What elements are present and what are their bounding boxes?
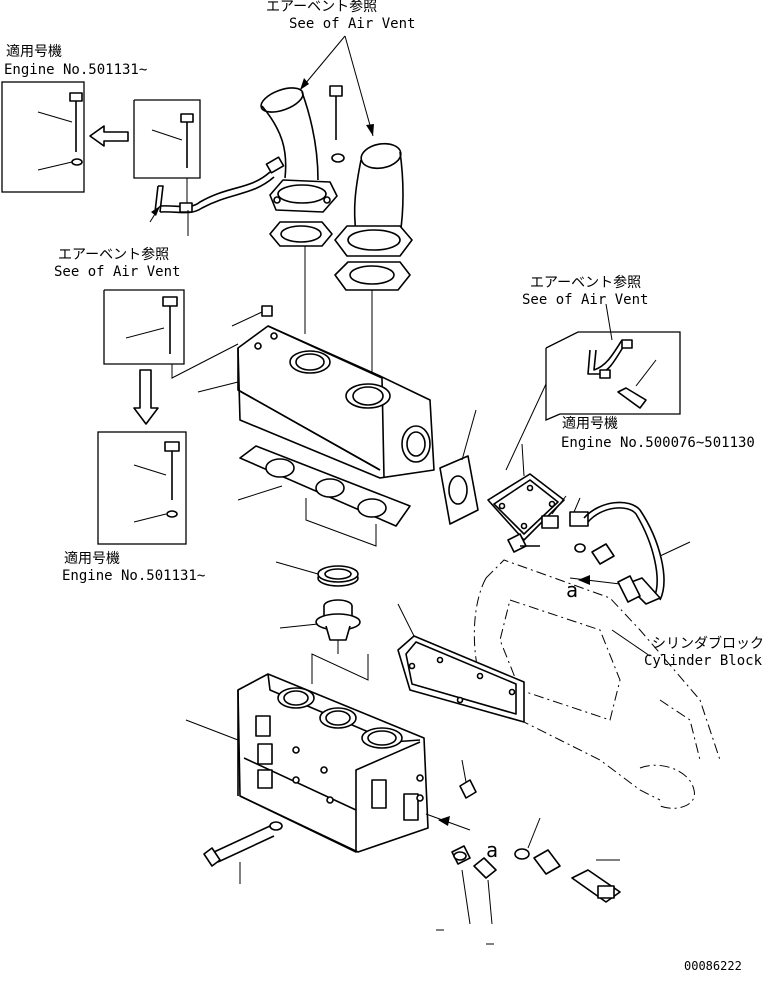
thermostat-seal — [275, 561, 359, 587]
drawing-number: 00086222 — [684, 959, 742, 973]
air-vent-ref-right-jp: エアーベント参照 — [530, 274, 641, 291]
cover-bolt — [507, 533, 540, 553]
water-outlet-elbow-right — [334, 142, 413, 376]
applicable-engine-right-jp: 適用号機 — [562, 415, 618, 432]
manifold-top-bolt — [231, 305, 273, 327]
housing-long-bolt — [203, 821, 283, 884]
reference-dots — [436, 929, 494, 945]
applicable-engine-mid-jp: 適用号機 — [64, 550, 120, 567]
air-vent-ref-left-en: See of Air Vent — [54, 264, 180, 280]
sensor-connector — [541, 495, 589, 529]
applicable-engine-top-jp: 適用号機 — [6, 43, 62, 60]
applicable-engine-top-en: Engine No.501131~ — [4, 62, 147, 78]
air-vent-ref-left-jp: エアーベント参照 — [58, 246, 169, 263]
cylinder-block-en: Cylinder Block — [644, 653, 763, 669]
air-vent-ref-right-en: See of Air Vent — [522, 292, 648, 308]
thermostat — [279, 599, 361, 654]
thermostat-housing — [185, 653, 471, 853]
flange-bolt — [329, 85, 345, 163]
housing-side-bolt — [451, 759, 477, 925]
applicable-engine-mid-en: Engine No.501131~ — [62, 568, 205, 584]
water-outlet-elbow-left — [260, 87, 338, 334]
transition-arrow-left — [89, 125, 129, 147]
inset-bolt-box-old — [133, 99, 201, 205]
block-gasket — [397, 603, 525, 723]
inset-bolt-box-new — [1, 81, 85, 193]
air-vent-leader-lines — [299, 35, 374, 137]
air-vent-ref-top-en: See of Air Vent — [289, 16, 415, 32]
air-vent-ref-top-jp: エアーベント参照 — [266, 0, 377, 15]
sensor-bolt — [574, 543, 615, 565]
cover-plate — [487, 443, 565, 541]
view-marker-a-right: a — [566, 578, 578, 602]
inset-bolt-box-mid — [103, 289, 239, 379]
side-gasket — [439, 409, 479, 525]
inset-bolt-box-lower — [97, 431, 187, 545]
water-manifold — [197, 325, 435, 479]
applicable-right-box — [505, 303, 681, 471]
cylinder-block-jp: シリンダブロック — [652, 635, 764, 652]
cylinder-block-outline — [473, 559, 721, 809]
transition-arrow-down — [133, 369, 159, 425]
drain-plug — [453, 851, 497, 925]
applicable-engine-right-en: Engine No.500076~501130 — [561, 435, 755, 451]
manifold-gasket — [237, 445, 411, 547]
sensor-harness — [569, 501, 691, 605]
view-marker-a-bottom: a — [486, 838, 498, 862]
air-vent-pipe — [149, 156, 285, 236]
temperature-sensor — [514, 817, 621, 903]
